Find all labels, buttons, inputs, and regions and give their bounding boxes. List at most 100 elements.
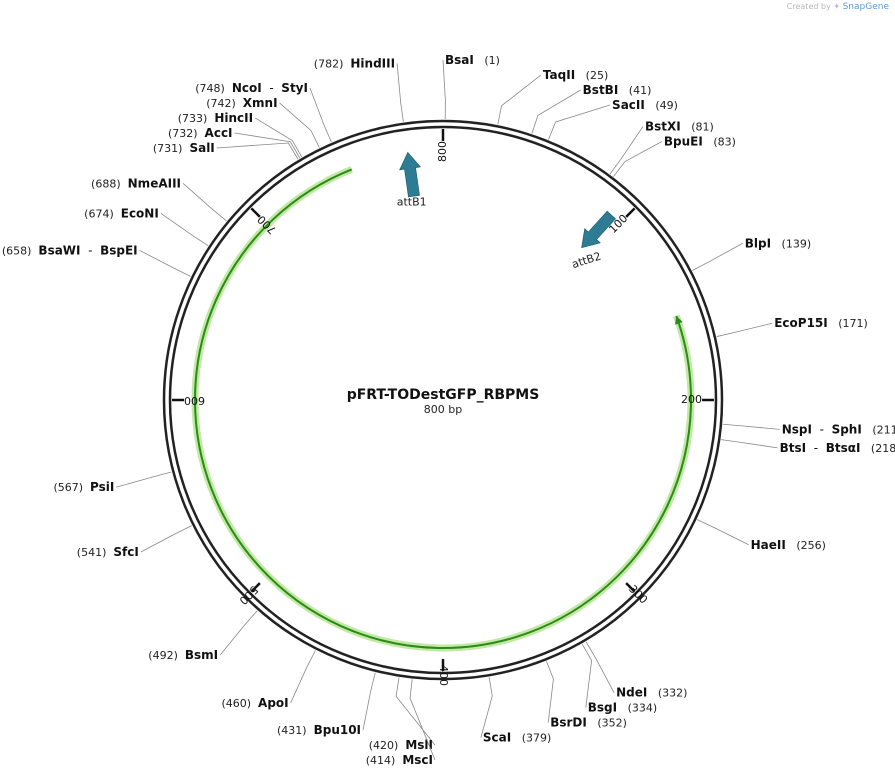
enzyme-name: StyI [281, 81, 308, 95]
plasmid-size: 800 bp [424, 403, 462, 416]
site-bsmi[interactable]: (492) BsmI [148, 610, 258, 662]
site-ndei[interactable]: NdeI (332) [585, 641, 688, 700]
site-leader-line [531, 89, 581, 134]
feature-label-attb1: attB1 [397, 195, 427, 208]
enzyme-separator: - [806, 441, 826, 455]
site-msci[interactable]: (414) MscI [366, 679, 436, 767]
site-taqii[interactable]: TaqII (25) [497, 68, 609, 125]
feature-label-attb2: attB2 [570, 250, 602, 271]
site-leader-line [548, 104, 611, 140]
site-psii[interactable]: (567) PsiI [53, 471, 172, 494]
enzyme-separator: - [262, 81, 282, 95]
site-label: (782) HindIII [314, 56, 395, 70]
site-leader-line [139, 250, 191, 277]
plasmid-name: pFRT-TODestGFP_RBPMS [347, 387, 540, 403]
site-bsawi-bspei[interactable]: (658) BsaWI - BspEI [2, 243, 191, 277]
site-leader-line [279, 102, 320, 148]
site-leader-line [160, 213, 209, 247]
site-econi[interactable]: (674) EcoNI [84, 206, 209, 247]
gap [198, 127, 205, 140]
site-position: (658) [2, 244, 32, 257]
site-label: (420) MslI [369, 738, 433, 752]
site-position: (332) [658, 687, 688, 700]
site-leader-line [716, 322, 773, 337]
site-label: BstXI (81) [645, 120, 714, 134]
site-position: (460) [221, 697, 251, 710]
site-haeii[interactable]: HaeII (256) [697, 519, 826, 552]
enzyme-name: EcoP15I [774, 316, 828, 330]
site-nmeaiii[interactable]: (688) NmeAIII [91, 176, 227, 222]
credit-brand: SnapGene [842, 2, 889, 12]
gene-arrowhead [675, 315, 683, 325]
site-bpu10i[interactable]: (431) Bpu10I [277, 672, 376, 737]
site-msli[interactable]: (420) MslI [369, 677, 436, 752]
gap [182, 142, 189, 155]
site-blpi[interactable]: BlpI (139) [692, 236, 811, 271]
site-hindiii[interactable]: (782) HindIII [314, 56, 404, 122]
site-label: HaeII (256) [751, 538, 826, 552]
site-nspi-sphi[interactable]: NspI - SphI (211) [722, 422, 895, 436]
site-bsrdi[interactable]: BsrDI (352) [546, 661, 627, 730]
enzyme-name: BtsαI [826, 441, 861, 455]
site-acci[interactable]: (732) AccI [168, 126, 301, 159]
site-leader-line [442, 59, 446, 120]
enzyme-name: BpuEI [664, 135, 703, 149]
site-position: (733) [178, 112, 208, 125]
enzyme-name: NcoI [232, 81, 262, 95]
site-hincii[interactable]: (733) HincII [178, 111, 303, 158]
site-leader-line [254, 117, 303, 158]
site-ncoi-styi[interactable]: (748) NcoI - StyI [195, 81, 332, 143]
site-position: (782) [314, 57, 344, 70]
site-sacii[interactable]: SacII (49) [548, 98, 678, 140]
enzyme-name: ApoI [258, 696, 289, 710]
gap [307, 724, 314, 737]
enzyme-name: BsgI [588, 701, 617, 715]
site-xmni[interactable]: (742) XmnI [206, 96, 320, 148]
enzyme-name: BtsI [780, 441, 807, 455]
gap [771, 237, 782, 250]
site-label: SacII (49) [612, 98, 678, 112]
site-label: (731) SalI [153, 141, 215, 155]
site-label: BsaI (1) [445, 53, 500, 67]
site-label: (541) SfcI [77, 545, 139, 559]
gap [395, 754, 402, 767]
gap [106, 546, 113, 559]
site-leader-line [362, 672, 376, 731]
enzyme-name: BsmI [185, 648, 218, 662]
site-bstxi[interactable]: BstXI (81) [609, 120, 714, 175]
site-bsai[interactable]: BsaI (1) [442, 53, 500, 120]
gene-layer [191, 166, 695, 652]
site-position: (25) [586, 69, 609, 82]
feature-layer: attB1 attB2 [397, 151, 616, 271]
gap [236, 97, 243, 110]
site-position: (171) [838, 317, 868, 330]
site-position: (1) [484, 54, 500, 67]
feature-attb2 [581, 210, 616, 249]
plasmid-backbone [162, 119, 724, 681]
enzyme-name: HindIII [350, 56, 395, 70]
site-leader-line [309, 87, 332, 143]
site-ecop15i[interactable]: EcoP15I (171) [716, 316, 868, 337]
site-sfci[interactable]: (541) SfcI [77, 525, 192, 559]
site-position: (674) [84, 207, 114, 220]
site-btsi-bts-i[interactable]: BtsI - BtsαI (218) [721, 439, 895, 455]
gap [178, 649, 185, 662]
gap [207, 112, 214, 125]
enzyme-name: SacII [612, 98, 645, 112]
site-bsgi[interactable]: BsgI (334) [581, 643, 657, 715]
site-bpuei[interactable]: BpuEI (83) [613, 135, 736, 177]
site-leader-line [722, 423, 780, 430]
site-apoi[interactable]: (460) ApoI [221, 650, 316, 710]
gap [786, 539, 797, 552]
site-leader-line [480, 677, 493, 738]
site-bstbi[interactable]: BstBI (41) [531, 83, 651, 134]
gap [617, 702, 628, 715]
enzyme-name: MscI [402, 753, 433, 767]
site-label: (492) BsmI [148, 648, 218, 662]
site-label: (748) NcoI - StyI [195, 81, 308, 95]
site-position: (748) [195, 82, 225, 95]
enzyme-name: XmnI [243, 96, 278, 110]
site-scai[interactable]: ScaI (379) [480, 677, 551, 745]
site-sali[interactable]: (731) SalI [153, 141, 299, 160]
site-label: (742) XmnI [206, 96, 277, 110]
